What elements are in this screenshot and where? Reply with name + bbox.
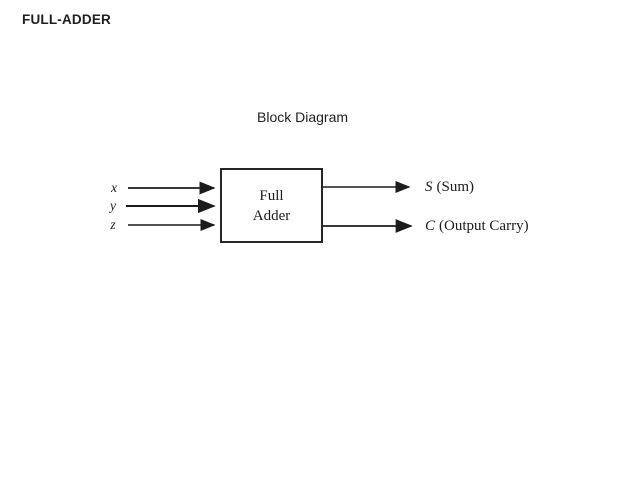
output-text-carry: (Output Carry) bbox=[439, 218, 529, 234]
input-label-x: x bbox=[111, 180, 117, 195]
full-adder-block-label: Full Adder bbox=[221, 169, 322, 242]
output-text-sum: (Sum) bbox=[436, 179, 475, 195]
output-symbol-carry: C bbox=[425, 218, 436, 234]
diagram-caption: Block Diagram bbox=[257, 109, 349, 125]
input-label-z: z bbox=[110, 217, 116, 232]
input-label-y: y bbox=[110, 198, 116, 213]
output-label-carry: C(Output Carry) bbox=[425, 217, 529, 235]
full-adder-block bbox=[220, 168, 323, 243]
block-label-line2: Adder bbox=[252, 207, 291, 224]
output-label-sum: S(Sum) bbox=[425, 178, 474, 196]
block-label-line1: Full bbox=[259, 187, 284, 204]
output-symbol-sum: S bbox=[425, 179, 433, 195]
slide-title: FULL-ADDER bbox=[22, 12, 111, 27]
